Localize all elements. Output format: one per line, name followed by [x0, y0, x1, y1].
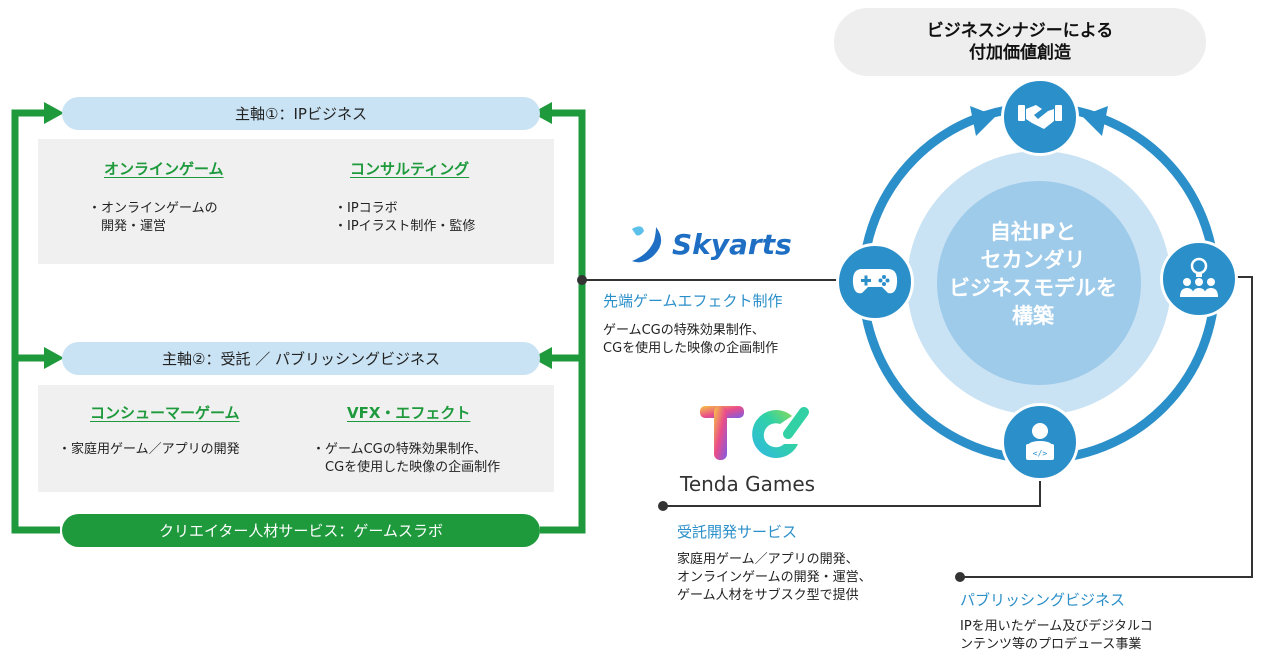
arrow-left-icon: [532, 347, 552, 369]
main1-col1-heading: オンラインゲーム: [104, 160, 224, 178]
main2-col1-body: ・家庭用ゲーム／アプリの開発: [58, 442, 240, 457]
main1-col1-body: ・オンラインゲームの 開発・運営: [88, 201, 218, 234]
tenda-mark-icon: [700, 406, 809, 460]
arrow-right-icon: [44, 102, 64, 124]
arrow-right-icon: [44, 347, 64, 369]
main2-col2-body: ・ゲームCGの特殊効果制作、 CGを使用した映像の企画制作: [312, 442, 501, 475]
main1-panel: [38, 139, 554, 264]
synergy-bubble: ビジネスシナジーによる 付加価値創造: [834, 8, 1206, 76]
publishing-body: IPを用いたゲーム及びデジタルコ ンテンツ等のプロデュース事業: [960, 619, 1153, 652]
gamepad-icon: [836, 243, 914, 321]
tenda-logo-text: Tenda Games: [680, 472, 816, 496]
tenda-logo: Tenda Games: [680, 404, 830, 496]
skyarts-logo-text: Skyarts: [672, 227, 792, 261]
ring-arrow-right-icon: [1082, 106, 1108, 136]
developer-icon: </>: [1001, 403, 1079, 481]
synergy-line2: 付加価値創造: [969, 43, 1071, 63]
tenda-body: 家庭用ゲーム／アプリの開発、 オンラインゲームの開発・運営、 ゲーム人材をサブス…: [677, 552, 872, 603]
svg-text:</>: </>: [1033, 449, 1048, 458]
skyarts-logo: Skyarts: [628, 222, 808, 266]
publishing-heading: パブリッシングビジネス: [960, 591, 1126, 609]
main1-col2-body: ・IPコラボ ・IPイラスト制作・監修: [334, 201, 476, 234]
synergy-line1: ビジネスシナジーによる: [926, 21, 1114, 41]
handshake-icon: [1001, 78, 1079, 156]
left-frame-arrows: [11, 102, 586, 534]
main1-title: 主軸①：IPビジネス: [62, 97, 540, 130]
inner-core-circle: [937, 181, 1141, 385]
skyarts-mark-icon: [632, 226, 662, 263]
arrow-left-icon: [532, 102, 552, 124]
creator-service-bar: クリエイター人材サービス：ゲームスラボ: [62, 514, 540, 547]
ring-arrow-left-icon: [970, 106, 996, 136]
idea-team-icon: [1160, 240, 1238, 318]
main2-title: 主軸②：受託 ／ パブリッシングビジネス: [62, 342, 540, 375]
main2-panel: [38, 385, 554, 492]
skyarts-body: ゲームCGの特殊効果制作、 CGを使用した映像の企画制作: [603, 323, 779, 356]
center-message: 自社IPと セカンダリ ビジネスモデルを 構築: [949, 220, 1117, 328]
tenda-heading: 受託開発サービス: [677, 523, 798, 541]
main2-col1-heading: コンシューマーゲーム: [90, 404, 240, 422]
main2-col2-heading: VFX・エフェクト: [347, 404, 471, 422]
skyarts-heading: 先端ゲームエフェクト制作: [603, 292, 783, 310]
main1-col2-heading: コンサルティング: [350, 160, 470, 178]
